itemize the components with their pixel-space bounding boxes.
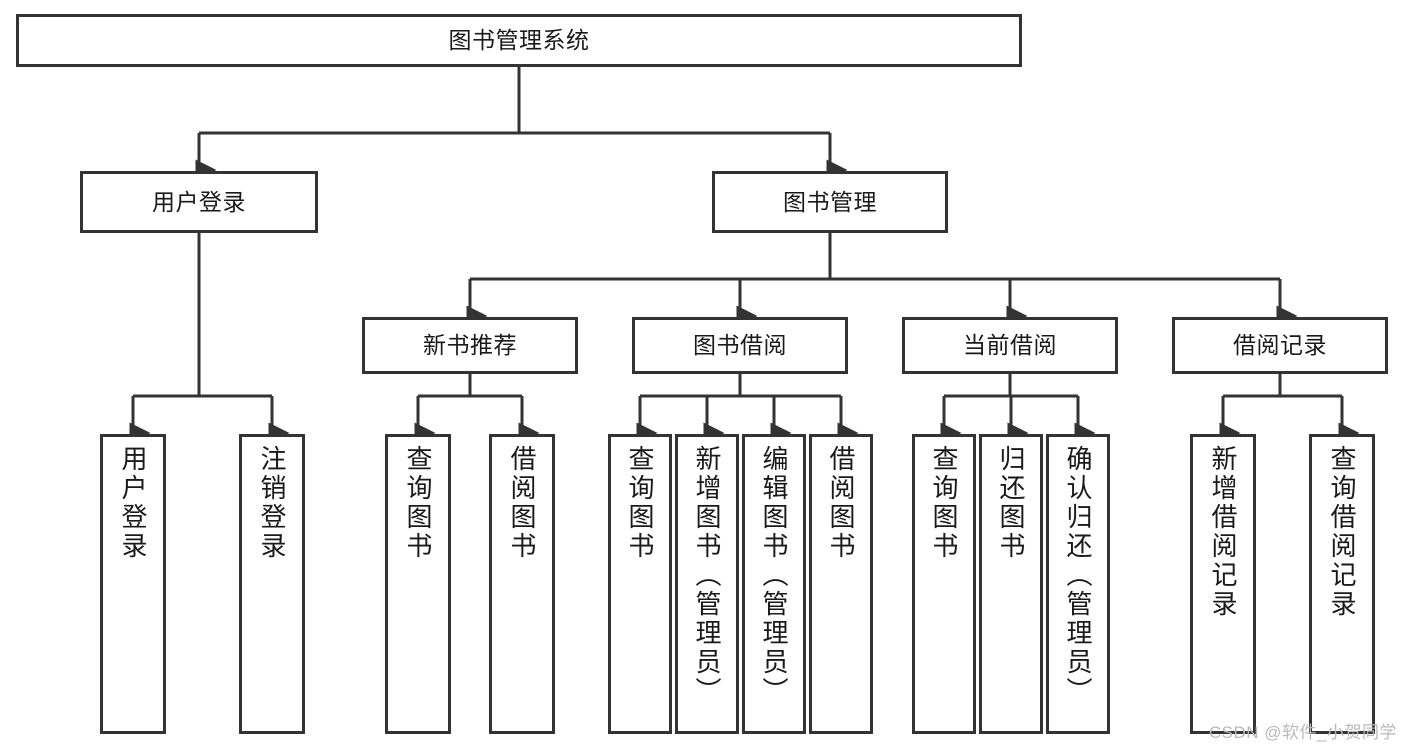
leaf-query-book-brw[interactable]: 查询图书	[608, 434, 672, 734]
leaf-borrow-book-brw[interactable]: 借阅图书	[809, 434, 873, 734]
node-new-book-recommend-label: 新书推荐	[423, 332, 517, 359]
leaf-query-book-rec[interactable]: 查询图书	[385, 434, 451, 734]
leaf-confirm-return[interactable]: 确认归还（管理员）	[1046, 434, 1110, 734]
leaf-add-record-label: 新增借阅记录	[1208, 445, 1238, 619]
node-user-login[interactable]: 用户登录	[80, 171, 318, 233]
leaf-user-login-label: 用户登录	[118, 445, 148, 561]
leaf-logout-login-label: 注销登录	[257, 445, 287, 561]
leaf-query-book-cur[interactable]: 查询图书	[912, 434, 976, 734]
leaf-user-login[interactable]: 用户登录	[100, 434, 166, 734]
node-book-borrow-label: 图书借阅	[693, 332, 787, 359]
leaf-query-book-brw-label: 查询图书	[625, 445, 655, 561]
watermark: CSDN @软件_小贺同学	[1208, 723, 1397, 742]
node-book-borrow[interactable]: 图书借阅	[632, 317, 848, 374]
leaf-logout-login[interactable]: 注销登录	[239, 434, 305, 734]
node-current-borrow[interactable]: 当前借阅	[902, 317, 1118, 374]
node-current-borrow-label: 当前借阅	[963, 332, 1057, 359]
leaf-add-book-label: 新增图书（管理员）	[692, 445, 722, 706]
leaf-query-record-label: 查询借阅记录	[1327, 445, 1357, 619]
node-new-book-recommend[interactable]: 新书推荐	[362, 317, 578, 374]
leaf-add-record[interactable]: 新增借阅记录	[1190, 434, 1256, 734]
node-user-login-label: 用户登录	[152, 188, 246, 215]
node-borrow-record[interactable]: 借阅记录	[1172, 317, 1388, 374]
leaf-edit-book-label: 编辑图书（管理员）	[759, 445, 789, 706]
leaf-query-book-cur-label: 查询图书	[929, 445, 959, 561]
leaf-add-book[interactable]: 新增图书（管理员）	[675, 434, 739, 734]
node-root[interactable]: 图书管理系统	[16, 14, 1022, 67]
leaf-borrow-book-brw-label: 借阅图书	[826, 445, 856, 561]
leaf-query-record[interactable]: 查询借阅记录	[1309, 434, 1375, 734]
leaf-confirm-return-label: 确认归还（管理员）	[1063, 445, 1093, 706]
node-book-manage[interactable]: 图书管理	[712, 171, 948, 233]
node-root-label: 图书管理系统	[448, 27, 590, 54]
leaf-return-book[interactable]: 归还图书	[979, 434, 1043, 734]
leaf-borrow-book-rec[interactable]: 借阅图书	[489, 434, 555, 734]
node-borrow-record-label: 借阅记录	[1233, 332, 1327, 359]
leaf-query-book-rec-label: 查询图书	[403, 445, 433, 561]
node-book-manage-label: 图书管理	[783, 188, 877, 215]
leaf-edit-book[interactable]: 编辑图书（管理员）	[742, 434, 806, 734]
leaf-return-book-label: 归还图书	[996, 445, 1026, 561]
leaf-borrow-book-rec-label: 借阅图书	[507, 445, 537, 561]
